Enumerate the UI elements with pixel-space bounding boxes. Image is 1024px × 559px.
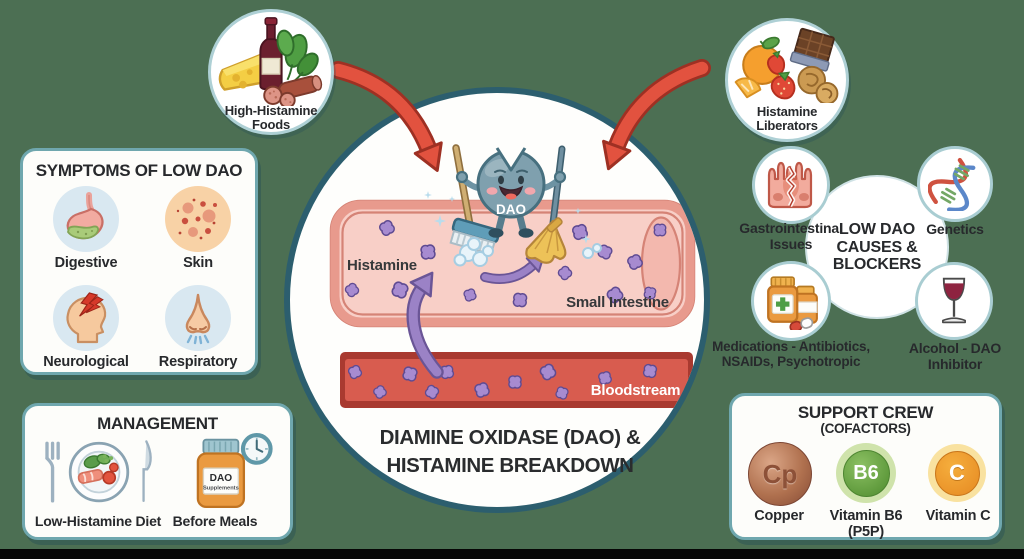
high-histamine-foods-icon <box>218 17 323 106</box>
histamine-label: Histamine <box>347 257 417 274</box>
symptom-label-digestive: Digestive <box>54 255 118 271</box>
vitamin-b6-coin-inner: B6 <box>842 449 890 497</box>
central-illustration-circle: DAO <box>284 87 710 513</box>
histamine-liberators-icon <box>734 27 839 103</box>
neurological-icon-circle <box>53 285 119 351</box>
causes-center-label: LOW DAO CAUSES & BLOCKERS <box>832 221 922 273</box>
support-label-c: Vitamin C <box>925 508 991 524</box>
c-coin-text: C <box>949 460 965 485</box>
management-panel: MANAGEMENT Low-Histamine Diet <box>22 403 293 540</box>
support-panel-subtitle: (COFACTORS) <box>820 421 911 436</box>
central-title: DIAMINE OXIDASE (DAO) & HISTAMINE BREAKD… <box>379 426 641 477</box>
cause-label-medications: Medications - Antibiotics, NSAIDs, Psych… <box>712 339 870 369</box>
medication-bottles-icon <box>767 276 818 330</box>
strawberry <box>766 50 786 75</box>
copper-coin-text: Cp <box>762 458 798 489</box>
respiratory-icon-circle <box>165 285 231 351</box>
management-label-diet: Low-Histamine Diet <box>34 513 162 529</box>
small-intestine-label: Small Intestine <box>566 294 669 311</box>
management-panel-title: MANAGEMENT <box>97 414 218 433</box>
dao-character-label: DAO <box>496 202 526 217</box>
genetics-circle <box>917 146 993 222</box>
liberators-bubble-label: Histamine Liberators <box>756 104 818 133</box>
support-label-b6: Vitamin B6 (P5P) <box>829 508 903 541</box>
straw-broom-icon <box>525 145 567 264</box>
letterbox-bar <box>0 549 1024 559</box>
high-histamine-foods-bubble: High-Histamine Foods <box>208 9 334 135</box>
cause-label-gastrointestinal: Gastrointestinal Issues <box>739 220 843 252</box>
bottle-label-line2: Supplements <box>203 485 239 491</box>
meal-plate-icon <box>45 440 152 503</box>
dao-enzyme-character: DAO <box>455 145 567 238</box>
supplement-bottle-clock-icon: DAO Supplements <box>196 433 273 509</box>
skin-rash-icon <box>176 198 217 240</box>
dna-icon <box>928 157 976 211</box>
bottle-label-line1: DAO <box>210 473 233 484</box>
vitamin-b6-coin: B6 <box>836 443 896 503</box>
support-panel-title: SUPPORT CREW <box>797 403 934 422</box>
b6-coin-text: B6 <box>853 461 879 484</box>
damaged-intestine-icon <box>767 161 813 209</box>
vitamin-c-coin: C <box>928 444 986 502</box>
strawberry-large <box>770 71 796 100</box>
management-label-before-meals: Before Meals <box>172 513 258 529</box>
copper-coin: Cp <box>748 442 812 506</box>
digestive-icon-circle <box>53 186 119 252</box>
symptoms-panel: SYMPTOMS OF LOW DAO <box>20 148 258 375</box>
gastrointestinal-circle <box>752 146 830 224</box>
histamine-liberators-bubble: Histamine Liberators <box>725 18 849 142</box>
symptoms-panel-title: SYMPTOMS OF LOW DAO <box>35 161 243 180</box>
cause-label-alcohol: Alcohol - DAO Inhibitor <box>908 340 1002 372</box>
nose-icon <box>185 293 211 345</box>
central-illustration: DAO <box>329 144 696 408</box>
bloodstream-label: Bloodstream <box>590 382 681 399</box>
symptom-label-neurological: Neurological <box>43 354 129 370</box>
support-crew-panel: SUPPORT CREW (COFACTORS) Cp B6 C Copper … <box>729 393 1002 540</box>
skin-icon-circle <box>165 186 231 252</box>
symptom-label-skin: Skin <box>183 255 213 271</box>
stomach-icon <box>66 192 104 240</box>
wine-glass-icon <box>942 277 966 324</box>
foods-bubble-label: High-Histamine Foods <box>224 103 318 132</box>
vitamin-c-coin-inner: C <box>934 450 980 496</box>
alcohol-circle <box>915 262 993 340</box>
cause-label-genetics: Genetics <box>926 221 984 237</box>
medications-circle <box>751 261 831 341</box>
histamine-uptake-arrow <box>406 271 444 379</box>
support-label-copper: Copper <box>754 508 804 524</box>
soap-suds <box>453 237 602 267</box>
symptom-label-respiratory: Respiratory <box>158 354 238 370</box>
head-pain-icon <box>66 292 107 344</box>
